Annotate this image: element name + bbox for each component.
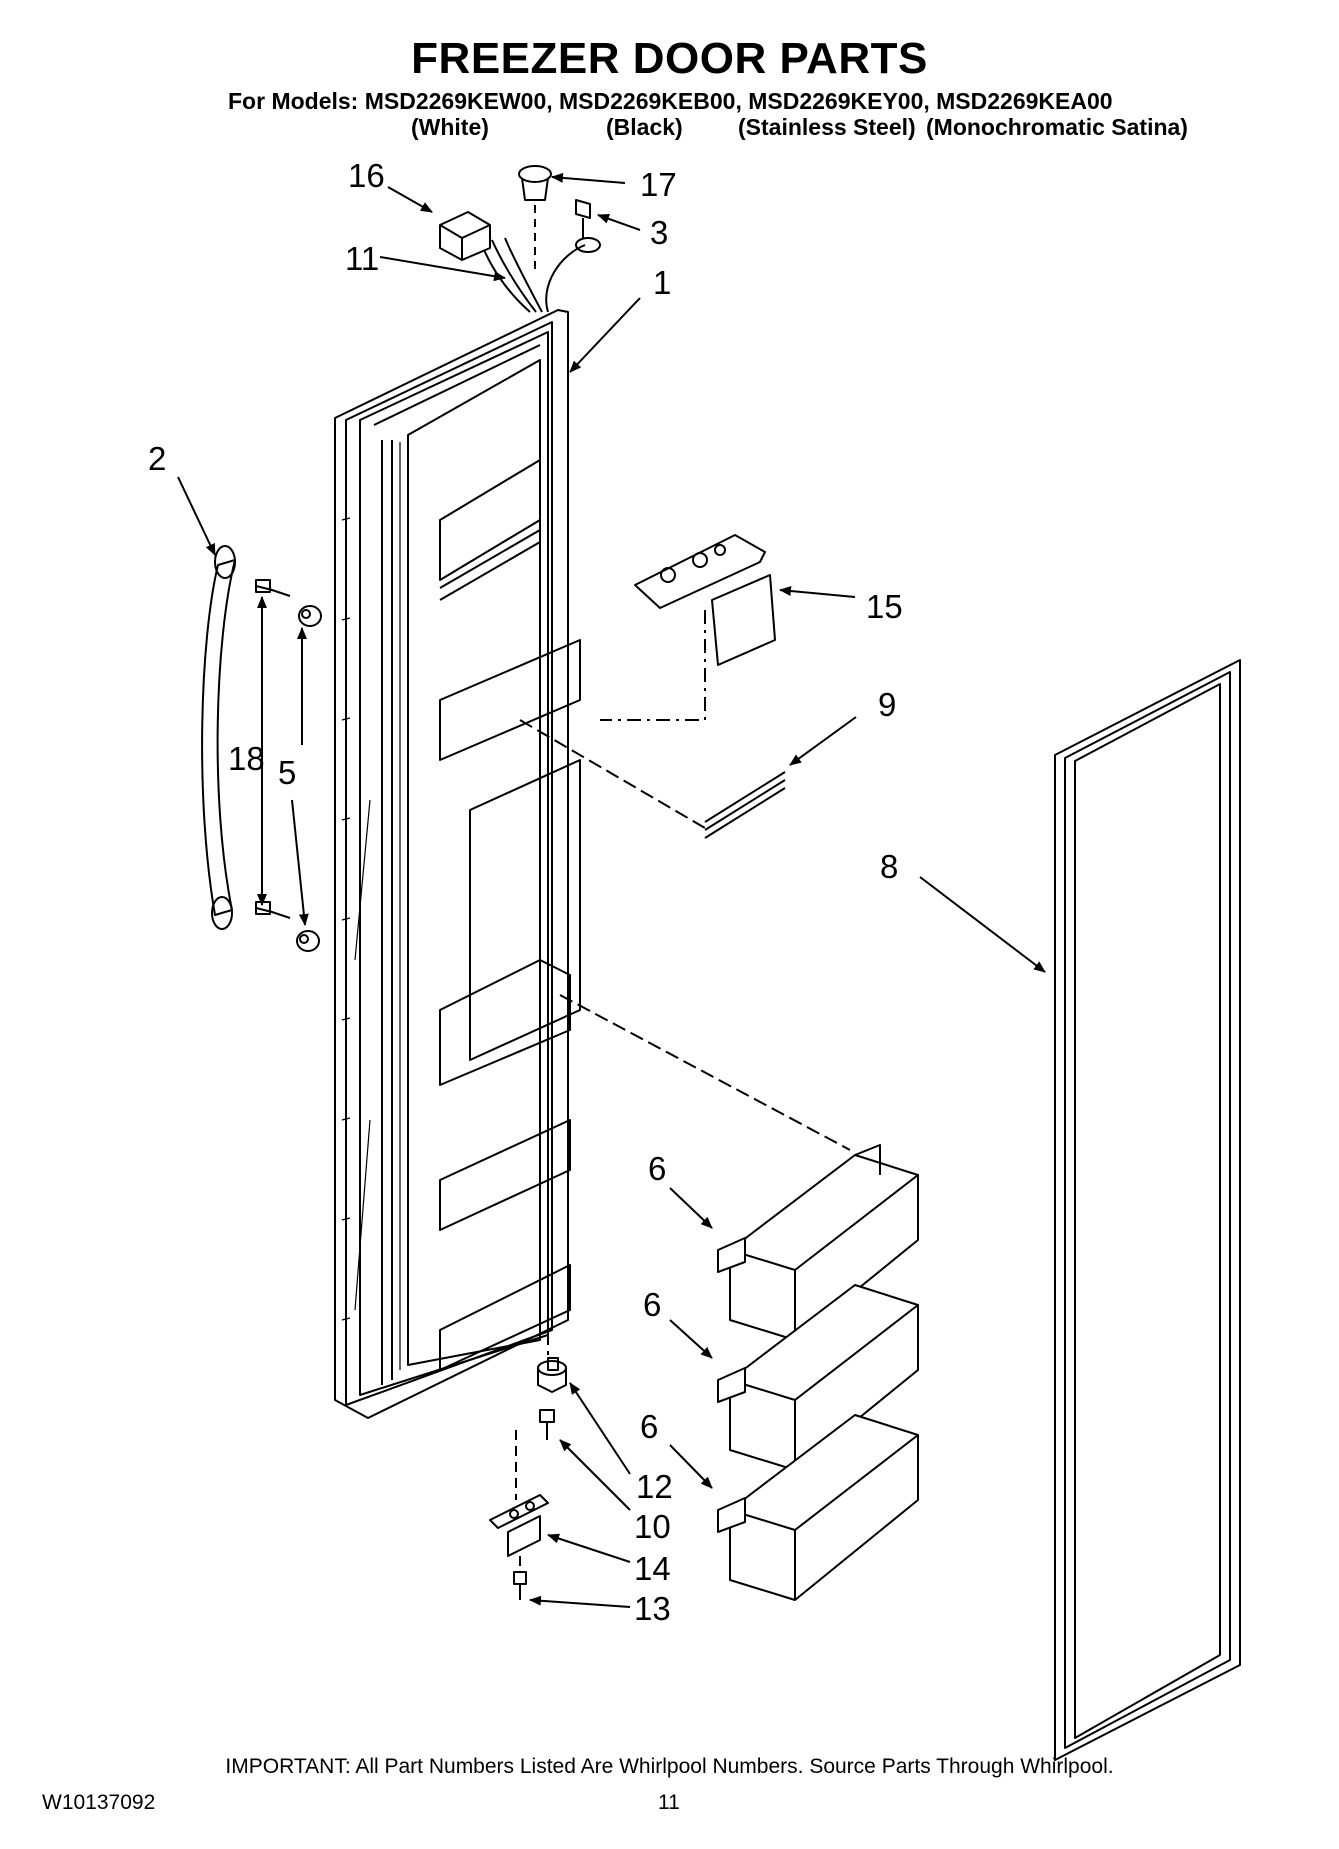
document-number: W10137092 — [42, 1791, 156, 1814]
callout-16: 16 — [348, 157, 385, 194]
page-number: 11 — [658, 1791, 680, 1814]
important-note: IMPORTANT: All Part Numbers Listed Are W… — [225, 1755, 1114, 1778]
page-title: FREEZER DOOR PARTS — [411, 34, 928, 83]
callout-15: 15 — [866, 588, 903, 625]
callout-6: 6 — [643, 1286, 661, 1323]
assembly-line-6 — [559, 994, 851, 1151]
assembly-line-15 — [600, 610, 706, 721]
wire-connector — [439, 211, 491, 261]
door-handle — [201, 545, 236, 930]
callout-5: 5 — [278, 754, 296, 791]
door-gasket — [1054, 659, 1241, 1761]
leader-arrows — [177, 172, 1046, 1608]
callout-11: 11 — [345, 240, 379, 277]
callout-2: 2 — [148, 440, 166, 477]
handle-spacers — [296, 605, 322, 952]
color-stainless: (Stainless Steel) — [738, 114, 916, 140]
callout-3: 3 — [650, 214, 668, 251]
color-satina: (Monochromatic Satina) — [926, 114, 1188, 140]
callout-10: 10 — [634, 1508, 671, 1545]
door-bin — [717, 1414, 919, 1601]
wire-harness — [481, 237, 586, 313]
callout-6: 6 — [648, 1150, 666, 1187]
insulation-strip — [519, 719, 786, 839]
callout-6: 6 — [640, 1408, 658, 1445]
callout-8: 8 — [880, 848, 898, 885]
hinge-screw — [539, 1409, 555, 1440]
handle-screws — [255, 579, 291, 919]
door-bin — [717, 1144, 919, 1341]
bottom-hinge — [489, 1494, 549, 1557]
callout-14: 14 — [634, 1550, 671, 1587]
color-black: (Black) — [606, 114, 683, 140]
hinge-mount-screw — [513, 1571, 527, 1600]
callout-9: 9 — [878, 686, 896, 723]
callout-18: 18 — [228, 740, 265, 777]
callout-1: 1 — [653, 264, 671, 301]
color-white: (White) — [411, 114, 489, 140]
callout-13: 13 — [634, 1590, 671, 1627]
ground-screw — [575, 199, 601, 253]
dispenser-bracket — [634, 534, 776, 666]
models-line: For Models: MSD2269KEW00, MSD2269KEB00, … — [228, 88, 1113, 114]
assembly-line-hinge — [515, 1335, 549, 1570]
callout-12: 12 — [636, 1468, 673, 1505]
callout-17: 17 — [640, 166, 677, 203]
door-bin — [717, 1284, 919, 1471]
plug-button — [518, 165, 552, 201]
freezer-door-assembly — [334, 309, 581, 1419]
hinge-pin — [537, 1357, 567, 1393]
